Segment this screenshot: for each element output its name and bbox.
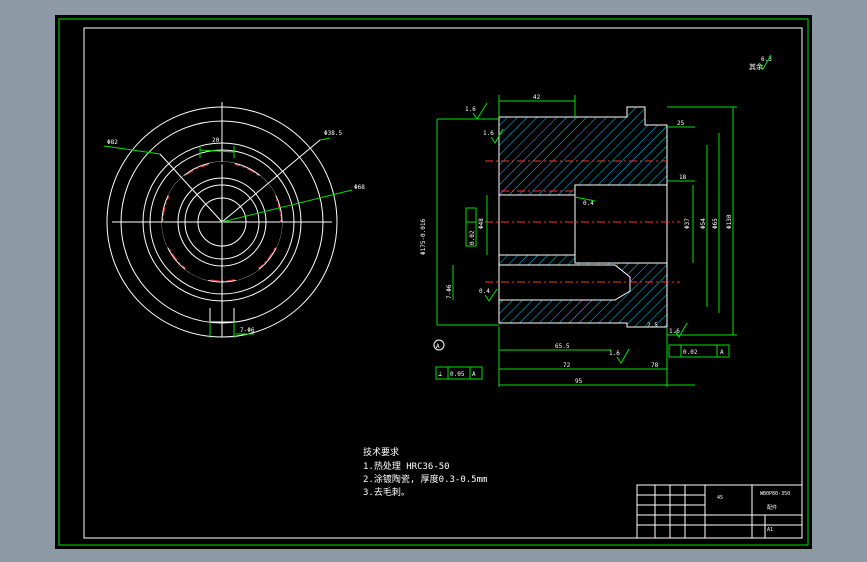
svg-text:A: A — [472, 371, 476, 378]
svg-text:6.3: 6.3 — [761, 56, 772, 63]
technical-notes: 技术要求 1.热处理 HRC36-50 2.涂镀陶瓷, 厚度0.3-0.5mm … — [363, 446, 487, 498]
section-view: 42 25 18 Φ175-0.016 Φ48 7-Φ6 Φ37 Φ54 Φ65… — [420, 94, 737, 387]
dim-phi175: Φ175-0.016 — [420, 218, 427, 255]
tolerance-parallel-frame: 0.02 A — [668, 344, 730, 358]
svg-text:⊥: ⊥ — [438, 370, 442, 378]
dim-42: 42 — [533, 94, 541, 101]
datum-a-label: A — [436, 343, 440, 350]
notes-line1: 1.热处理 HRC36-50 — [363, 460, 450, 472]
dim-2-5: 2.5 — [647, 322, 658, 329]
roughness-1: 1.6 — [465, 106, 476, 113]
svg-text:0.02: 0.02 — [469, 230, 476, 245]
dim-20: 20 — [212, 137, 220, 144]
dim-25: 25 — [677, 120, 685, 127]
left-view: Φ82 20 Φ38.5 Φ68 7-Φ6 — [103, 102, 365, 338]
kidney-slot-inner — [185, 267, 209, 281]
outer-frame — [58, 18, 809, 546]
dim-phi65: Φ65 — [712, 218, 719, 229]
notes-line3: 3.去毛刺。 — [363, 486, 410, 498]
kidney-slot-inner — [161, 222, 170, 248]
title-drawing-no: WB0P80-350 — [760, 491, 790, 497]
dim-phi48: Φ48 — [478, 218, 485, 229]
kidney-slot-inner — [235, 267, 259, 281]
kidney-slot-inner — [168, 175, 186, 197]
dim-78: 78 — [651, 362, 659, 369]
dim-95: 95 — [575, 378, 583, 385]
dim-phi130: Φ130 — [726, 214, 733, 229]
dim-phi82: Φ82 — [107, 139, 118, 146]
dim-phi68: Φ68 — [354, 184, 365, 191]
kidney-slots — [161, 161, 283, 281]
dim-phi54: Φ54 — [700, 218, 707, 229]
roughness-2: 1.6 — [483, 130, 494, 137]
dim-65-5: 65.5 — [555, 343, 570, 350]
svg-text:0.02: 0.02 — [683, 349, 698, 356]
tolerance-perp-frame: ⊥ 0.05 A — [435, 366, 483, 380]
notes-title: 技术要求 — [363, 446, 399, 458]
global-roughness: 其余 6.3 — [749, 54, 772, 71]
roughness-5: 1.6 — [669, 328, 680, 335]
kidney-slot-inner — [258, 175, 276, 197]
kidney-slot-inner — [274, 222, 283, 248]
roughness-3: 0.4 — [479, 288, 490, 295]
title-material: 配件 — [767, 504, 777, 511]
datum-a-circle — [433, 339, 445, 351]
svg-text:其余: 其余 — [749, 62, 763, 71]
roughness-bore: 0.4 — [583, 200, 594, 207]
dim-phi37: Φ37 — [684, 218, 691, 229]
dim-7-phi6: 7-Φ6 — [240, 327, 255, 334]
dim-72: 72 — [563, 362, 571, 369]
kidney-slot-inner — [209, 161, 235, 166]
title-sheet: A1 — [767, 527, 773, 533]
title-block: 45 WB0P80-350 配件 A1 — [636, 484, 803, 539]
dim-7-phi6-section: 7-Φ6 — [446, 284, 453, 299]
svg-text:0.05: 0.05 — [450, 371, 465, 378]
roughness-4: 1.6 — [609, 350, 620, 357]
notes-line2: 2.涂镀陶瓷, 厚度0.3-0.5mm — [363, 473, 487, 485]
tolerance-runout-frame: 0.02 — [465, 207, 477, 247]
cad-drawing: Φ82 20 Φ38.5 Φ68 7-Φ6 42 25 18 — [58, 18, 809, 546]
title-scale: 45 — [717, 495, 723, 501]
dim-18: 18 — [679, 174, 687, 181]
svg-text:A: A — [720, 349, 724, 356]
dim-phi38-5: Φ38.5 — [324, 130, 342, 137]
inner-frame — [83, 27, 803, 539]
drawing-viewport[interactable]: Φ82 20 Φ38.5 Φ68 7-Φ6 42 25 18 — [55, 15, 812, 549]
